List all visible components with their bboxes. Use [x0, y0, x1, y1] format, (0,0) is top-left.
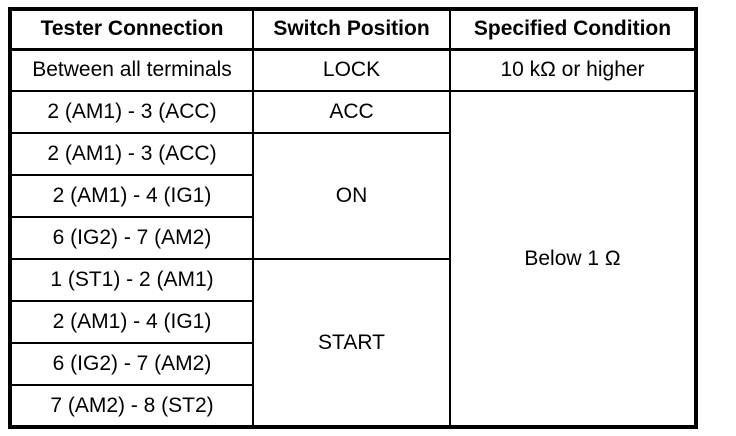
table-row: 6 (IG2) - 7 (AM2): [9, 216, 696, 260]
table-row: 1 (ST1) - 2 (AM1) START: [9, 258, 696, 428]
table-row: Between all terminals LOCK 10 kΩ or high…: [9, 48, 697, 92]
cell-condition-below: Below 1 Ω: [449, 90, 697, 428]
cell-switch-position-acc: ACC: [252, 90, 451, 134]
cell-switch-position-start: START: [252, 258, 451, 428]
header-row: Tester Connection Switch Position Specif…: [9, 8, 697, 51]
table-row: 2 (AM1) - 4 (IG1): [9, 300, 696, 344]
col-header-switch-position: Switch Position: [252, 8, 451, 51]
table-row: 7 (AM2) - 8 (ST2): [9, 384, 696, 428]
resistance-spec-table: Tester Connection Switch Position Specif…: [8, 7, 698, 429]
cell-tester-connection: 2 (AM1) - 4 (IG1): [9, 174, 254, 218]
cell-tester-connection: 2 (AM1) - 4 (IG1): [9, 300, 254, 344]
cell-tester-connection: Between all terminals: [9, 48, 254, 92]
cell-tester-connection: 6 (IG2) - 7 (AM2): [9, 216, 254, 260]
cell-tester-connection: 2 (AM1) - 3 (ACC): [9, 90, 254, 134]
table-row: 6 (IG2) - 7 (AM2): [9, 342, 696, 386]
table-row: 2 (AM1) - 4 (IG1): [9, 174, 696, 218]
cell-switch-position-lock: LOCK: [252, 48, 451, 92]
cell-tester-connection: 7 (AM2) - 8 (ST2): [9, 384, 254, 428]
cell-switch-position-on: ON: [252, 132, 451, 260]
table-row: 2 (AM1) - 3 (ACC) ON: [9, 132, 696, 260]
cell-tester-connection: 6 (IG2) - 7 (AM2): [9, 342, 254, 386]
cell-condition-lock: 10 kΩ or higher: [449, 48, 697, 92]
col-header-tester-connection: Tester Connection: [9, 8, 254, 51]
cell-tester-connection: 1 (ST1) - 2 (AM1): [9, 258, 254, 302]
cell-tester-connection: 2 (AM1) - 3 (ACC): [9, 132, 254, 176]
col-header-specified-condition: Specified Condition: [449, 8, 697, 51]
table-row: 2 (AM1) - 3 (ACC) ACC Below 1 Ω: [9, 90, 697, 428]
